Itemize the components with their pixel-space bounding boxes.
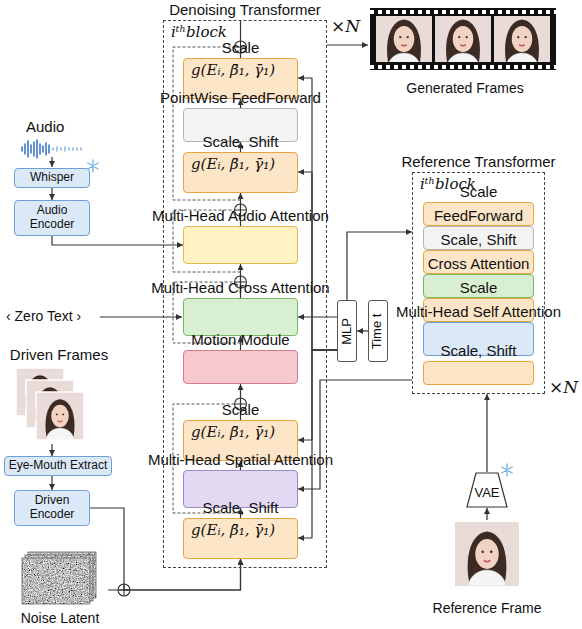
node-label: Multi-Head Cross Attention <box>151 279 329 296</box>
connector-arrow <box>298 350 337 538</box>
node-label: Scale, Shift <box>441 231 517 248</box>
connector-arrow <box>298 380 412 489</box>
text-input-label: ‹ Zero Text › <box>6 308 81 324</box>
node-label: Driven Encoder <box>18 494 86 522</box>
node-label: Generated Frames <box>406 80 524 96</box>
node-label: MLP <box>340 318 355 345</box>
connector-arrow <box>357 330 368 331</box>
extract-box: Eye-Mouth Extract <box>4 456 112 476</box>
time-box: Time t <box>368 300 388 362</box>
node-label: Audio Encoder <box>18 204 86 232</box>
film-strip <box>494 11 550 67</box>
node-label: Multi-Head Audio Attention <box>152 207 329 224</box>
audio-arrow <box>51 157 52 167</box>
node-label: Scale <box>460 279 498 296</box>
connector-arrow <box>298 316 337 317</box>
node-label: Eye-Mouth Extract <box>9 459 108 473</box>
vae-trapezoid: VAE <box>466 472 508 508</box>
encoder-box: Driven Encoder <box>14 490 90 526</box>
vae-shape <box>467 473 507 507</box>
reference-frame: Reference Frame <box>418 520 556 616</box>
scale-shift-box: Scale, Shift <box>423 361 534 385</box>
connector-arrow <box>51 188 52 200</box>
driven-frames-stack <box>16 368 84 440</box>
scale-shift-box: Scale, Shiftg(Eᵢ, β̄₁, γ̄₁) <box>183 152 298 193</box>
connector-arrow <box>51 444 52 456</box>
film-strip <box>370 64 556 69</box>
connector-arrow <box>347 232 412 300</box>
film-strip <box>370 8 556 70</box>
driven-frames: Driven Frames <box>4 346 114 444</box>
node-label: Multi-Head Spatial Attention <box>148 451 333 468</box>
block-title: Denoising Transformer <box>169 1 321 18</box>
audio-waveform <box>22 140 81 158</box>
motion-module-box: Motion Module <box>183 350 298 384</box>
whisper-box: Whisper <box>14 168 90 188</box>
noise-latent: Noise Latent <box>12 548 108 626</box>
connector-arrow <box>327 44 368 45</box>
node-label: Motion Module <box>191 331 289 348</box>
connector-arrow <box>108 559 241 590</box>
film-strip <box>370 8 556 70</box>
connector-arrow <box>298 350 337 440</box>
node-label: PointWise FeedForward <box>160 89 321 106</box>
node-label: Scale, Shift <box>203 499 279 516</box>
transformer-block: Denoising TransformeriᵗʰblockScaleg(Eᵢ, … <box>163 20 327 568</box>
noise-latent-image <box>22 558 90 604</box>
node-label: Scale <box>222 401 260 418</box>
reference-block: Reference TransformeriᵗʰblockScaleFeedFo… <box>412 172 545 394</box>
connector-arrow <box>51 476 52 490</box>
input-label: Audio <box>26 118 64 135</box>
snowflake-icon <box>502 464 512 476</box>
node-label: Scale, Shift <box>441 342 517 359</box>
block-title: Reference Transformer <box>401 153 555 170</box>
formula-label: g(Eᵢ, β̄₁, γ̄₁) <box>191 424 275 441</box>
driven-frames-stack <box>36 392 84 440</box>
noise-latent-image <box>22 552 96 604</box>
cross-attention-box: Multi-Head Cross Attention <box>183 298 298 336</box>
node-label: Noise Latent <box>21 610 100 626</box>
node-label: FeedForward <box>434 207 523 224</box>
node-label: VAE <box>474 486 499 501</box>
node-label: Time t <box>371 313 386 349</box>
node-label: Cross Attention <box>428 255 530 272</box>
audio-attention-box: Multi-Head Audio Attention <box>183 226 298 264</box>
film-strip <box>435 11 491 67</box>
block-label: iᵗʰblock <box>171 24 227 41</box>
node-label: Scale <box>460 183 498 200</box>
mlp-box: MLP <box>337 300 357 362</box>
film-strip <box>370 9 556 14</box>
audio-waveform <box>22 140 49 158</box>
formula-label: g(Eᵢ, β̄₁, γ̄₁) <box>191 156 275 173</box>
scale-shift-box: Scale, Shiftg(Eᵢ, β̄₁, γ̄₁) <box>183 518 298 559</box>
node-label: Whisper <box>30 171 74 185</box>
output-frames: Generated Frames <box>368 6 562 96</box>
repeat-count: ×N <box>549 378 578 398</box>
noise-latent-image <box>22 558 90 604</box>
text-input-arrow <box>100 316 182 317</box>
film-strip <box>376 11 432 67</box>
formula-label: g(Eᵢ, β̄₁, γ̄₁) <box>191 522 275 539</box>
node-label: Scale, Shift <box>203 133 279 150</box>
formula-label: g(Eᵢ, β̄₁, γ̄₁) <box>191 62 275 79</box>
reference-image <box>455 522 519 586</box>
audio-waveform <box>53 147 81 151</box>
node-label: Driven Frames <box>10 346 108 363</box>
encoder-box: Audio Encoder <box>14 200 90 236</box>
node-label: Reference Frame <box>433 600 542 616</box>
repeat-count: ×N <box>331 17 360 37</box>
driven-frames-stack <box>36 392 84 440</box>
connector-arrow <box>298 172 337 350</box>
connector-arrow <box>486 394 487 472</box>
node-label: Multi-Head Self Attention <box>396 303 561 320</box>
connector-arrow <box>486 508 487 520</box>
node-label: Scale <box>222 39 260 56</box>
reference-image <box>455 522 519 586</box>
